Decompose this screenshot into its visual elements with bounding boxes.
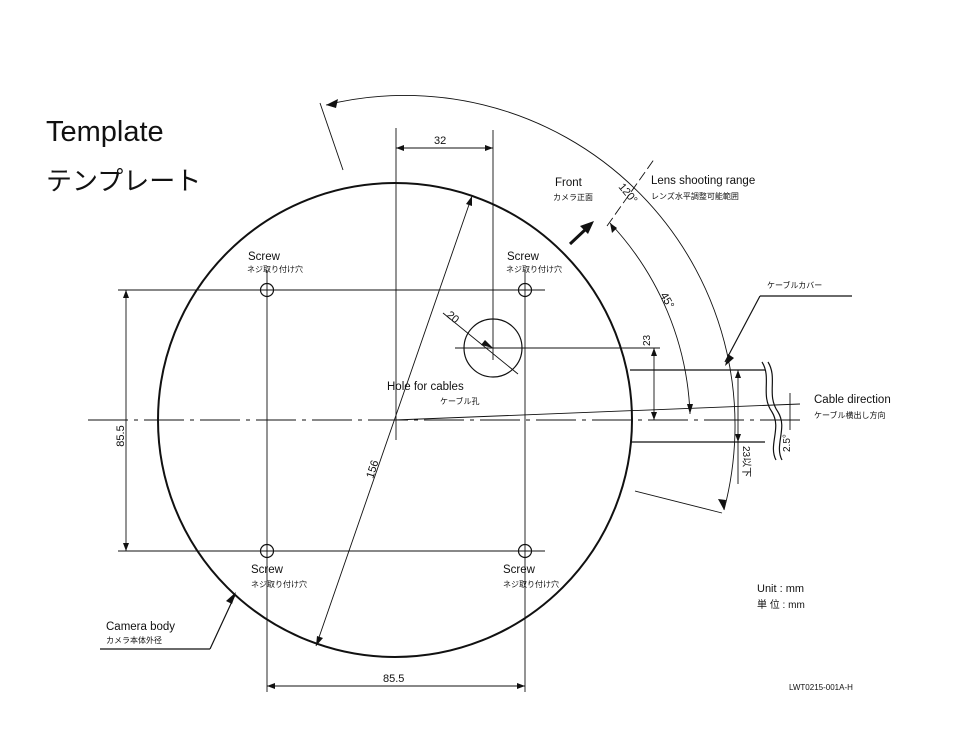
dim-body-diameter: 156 bbox=[316, 196, 472, 646]
dim-hole-diameter-label: 20 bbox=[444, 309, 461, 326]
dim-body-diameter-label: 156 bbox=[364, 459, 381, 480]
dim-screw-horizontal: 85.5 bbox=[267, 673, 525, 689]
dim-cable-angle: 2.5° bbox=[782, 393, 793, 452]
screw-label-tr-en: Screw bbox=[507, 251, 540, 263]
hole-label-en: Hole for cables bbox=[387, 381, 464, 393]
title-ja: テンプレート bbox=[46, 166, 201, 196]
front-label-en: Front bbox=[555, 177, 583, 189]
angle-half-label: 45° bbox=[657, 291, 676, 311]
cable-direction-label-ja: ケーブル横出し方向 bbox=[814, 410, 886, 420]
unit-label-ja: 単 位 : mm bbox=[757, 598, 805, 611]
cable-cover-label-ja: ケーブルカバー bbox=[767, 280, 822, 290]
lens-label-en: Lens shooting range bbox=[651, 175, 755, 187]
cable-cover-leader bbox=[725, 296, 852, 366]
front-label-ja: カメラ正面 bbox=[553, 193, 593, 202]
screw-label-tr-ja: ネジ取り付け穴 bbox=[506, 264, 562, 274]
lens-label-ja: レンズ水平調整可能範囲 bbox=[651, 191, 739, 201]
camera-body-label-ja: カメラ本体外径 bbox=[106, 635, 162, 645]
screw-holes bbox=[118, 270, 545, 692]
screw-label-tl-ja: ネジ取り付け穴 bbox=[247, 264, 303, 274]
screw-label-br-ja: ネジ取り付け穴 bbox=[503, 579, 559, 589]
dim-cable-width-label: 23以下 bbox=[740, 446, 751, 477]
cable-hole: 20 bbox=[443, 309, 660, 377]
dim-cable-width: 23以下 bbox=[735, 370, 751, 484]
screw-label-bl-en: Screw bbox=[251, 564, 284, 576]
lens-range-inner-arc bbox=[610, 223, 690, 414]
doc-id: LWT0215-001A-H bbox=[789, 683, 853, 692]
front-arrow-icon bbox=[570, 221, 594, 244]
unit-label-en: Unit : mm bbox=[757, 583, 804, 595]
screw-label-bl-ja: ネジ取り付け穴 bbox=[251, 579, 307, 589]
screw-label-br-en: Screw bbox=[503, 564, 536, 576]
cable-cover bbox=[630, 362, 782, 460]
dim-screw-vertical-label: 85.5 bbox=[115, 425, 127, 446]
camera-body-label-en: Camera body bbox=[106, 621, 175, 633]
dim-top-offset: 32 bbox=[396, 135, 493, 151]
dim-screw-vertical: 85.5 bbox=[115, 290, 129, 551]
dim-screw-horizontal-label: 85.5 bbox=[383, 673, 404, 685]
dim-hole-offset: 23 bbox=[642, 334, 657, 420]
dim-cable-angle-label: 2.5° bbox=[782, 434, 793, 452]
dim-hole-offset-label: 23 bbox=[642, 334, 653, 346]
cable-direction-label-en: Cable direction bbox=[814, 394, 891, 406]
lens-range: 120° 45° bbox=[320, 95, 735, 513]
screw-label-tl-en: Screw bbox=[248, 251, 281, 263]
hole-label-ja: ケーブル孔 bbox=[440, 396, 480, 406]
dim-top-offset-label: 32 bbox=[434, 135, 446, 147]
title-en: Template bbox=[46, 116, 164, 148]
